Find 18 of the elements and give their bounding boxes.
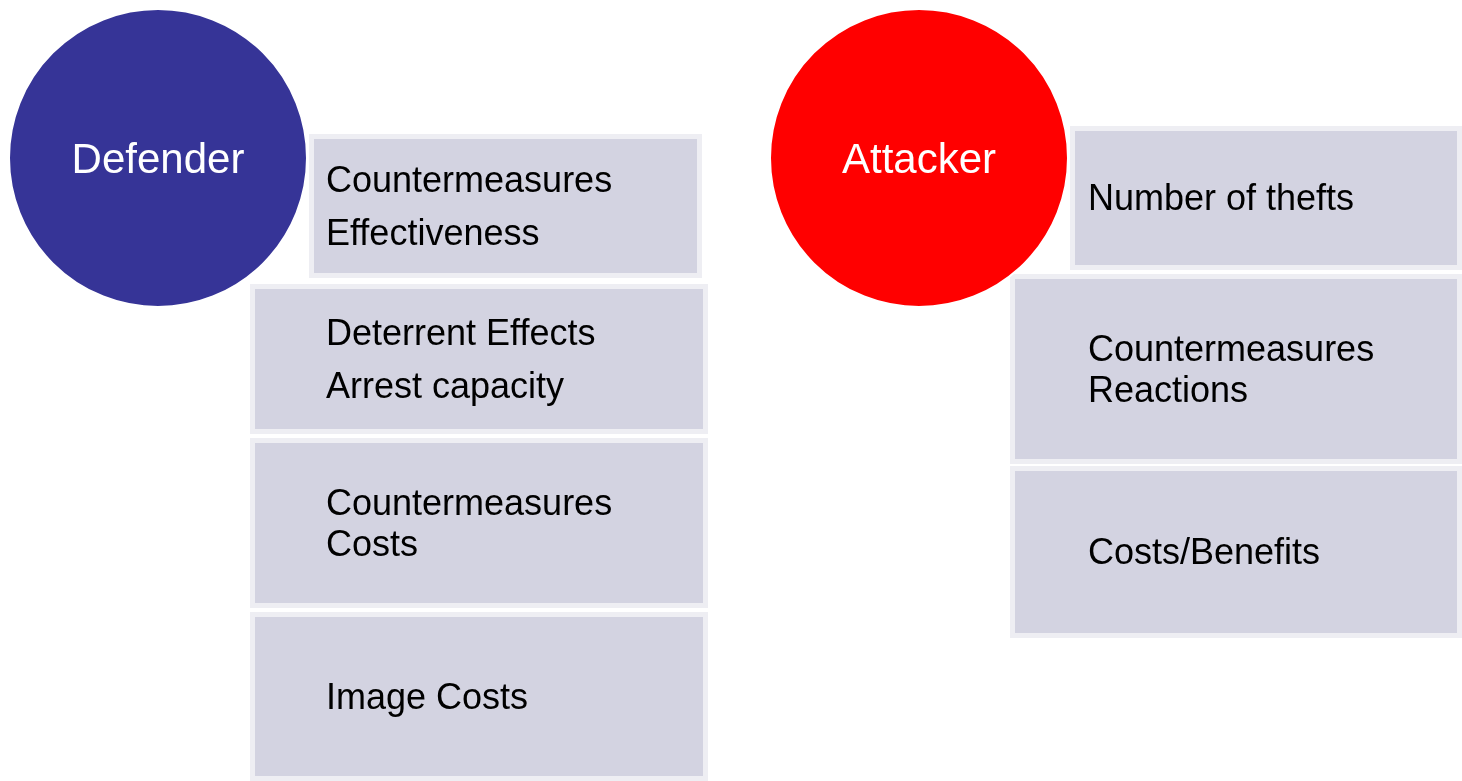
- text-box: [250, 612, 708, 781]
- box-text: Costs/Benefits: [1088, 531, 1322, 573]
- box-text: Countermeasures Reactions: [1088, 327, 1376, 411]
- box-text: Image Costs: [326, 675, 530, 718]
- text-box: [250, 284, 708, 434]
- text-box: [250, 438, 708, 608]
- box-text: Deterrent Effects: [326, 311, 597, 353]
- box-text: Effectiveness: [326, 212, 541, 254]
- box-text: Arrest capacity: [326, 365, 566, 407]
- role-label: Defender: [71, 133, 245, 184]
- text-box: [309, 134, 702, 278]
- box-text: Countermeasures Costs: [326, 481, 614, 565]
- text-box: [1010, 274, 1462, 464]
- role-label: Attacker: [841, 133, 997, 184]
- box-text: Number of thefts: [1088, 177, 1356, 219]
- box-text: Countermeasures: [326, 158, 614, 200]
- text-box: [1010, 466, 1462, 638]
- text-box: [1070, 126, 1462, 270]
